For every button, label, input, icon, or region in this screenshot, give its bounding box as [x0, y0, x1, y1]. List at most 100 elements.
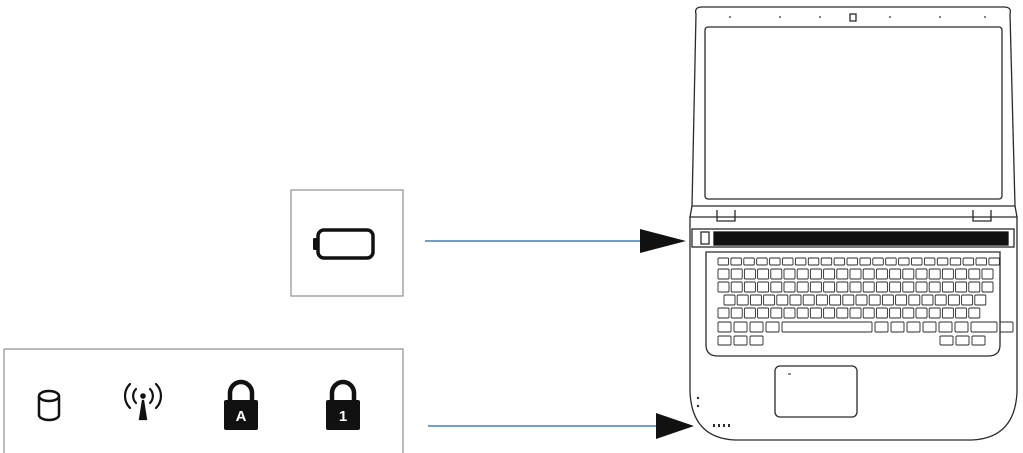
keyboard-key — [947, 294, 960, 306]
keyboard-key — [823, 281, 836, 293]
keyboard-key — [782, 257, 794, 266]
status-indicators-panel: A 1 — [3, 348, 404, 453]
keyboard-key — [902, 268, 915, 280]
keyboard-key — [763, 294, 776, 306]
laptop-hinge — [689, 205, 1018, 218]
keyboard-key — [955, 307, 968, 319]
keyboard-key — [868, 294, 881, 306]
keyboard-key — [717, 307, 730, 319]
keyboard-key — [836, 307, 849, 319]
keyboard-key — [915, 307, 928, 319]
keyboard-key — [736, 294, 749, 306]
keyboard-key — [908, 294, 921, 306]
keyboard-key — [823, 268, 836, 280]
keyboard-key — [849, 268, 862, 280]
keyboard-key — [874, 321, 889, 333]
power-button — [700, 231, 710, 245]
laptop-illustration — [689, 6, 1018, 441]
keyboard-key — [928, 268, 941, 280]
laptop-lid — [691, 6, 1016, 207]
keyboard-key — [796, 281, 809, 293]
keyboard-key — [862, 307, 875, 319]
keyboard-key — [807, 257, 820, 266]
keyboard-key — [889, 307, 902, 319]
keyboard-key — [974, 294, 987, 306]
keyboard-key — [802, 294, 815, 306]
laptop-base — [689, 217, 1018, 441]
keyboard-key — [849, 281, 862, 293]
keyboard-key — [757, 307, 770, 319]
num-lock-label: 1 — [339, 408, 347, 425]
keyboard-area — [705, 251, 1001, 357]
keyboard-key — [769, 257, 781, 266]
keyboard-key — [968, 268, 981, 280]
keyboard-key — [941, 268, 954, 280]
keyboard-key — [756, 257, 768, 266]
caps-lock-icon: A — [224, 379, 258, 430]
keyboard-key — [906, 321, 921, 333]
keyboard-key — [823, 307, 836, 319]
keyboard-key — [862, 268, 875, 280]
keyboard-key — [902, 307, 915, 319]
keyboard-key — [971, 335, 986, 346]
keyboard-key — [783, 307, 796, 319]
keyboard-key — [955, 268, 968, 280]
keyboard-key — [855, 294, 868, 306]
keyboard-key — [921, 294, 934, 306]
keyboard-key — [949, 257, 962, 266]
hard-drive-icon — [37, 389, 61, 422]
keyboard-key — [954, 321, 969, 333]
keyboard-key — [836, 268, 849, 280]
keyboard-key — [962, 257, 975, 266]
battery-icon — [313, 228, 375, 260]
keyboard-key — [730, 281, 743, 293]
keyboard-key — [889, 281, 902, 293]
keyboard-key — [895, 294, 908, 306]
keyboard-key — [749, 321, 764, 333]
keyboard-key — [939, 335, 954, 346]
keyboard-key — [829, 294, 842, 306]
keyboard-key — [770, 268, 783, 280]
front-status-lights — [713, 424, 730, 427]
keyboard-key — [955, 335, 970, 346]
indicator-strip — [713, 231, 1009, 246]
keyboard-key — [862, 281, 875, 293]
keyboard-key — [875, 307, 888, 319]
keyboard-key — [743, 268, 756, 280]
keyboard-key — [743, 281, 756, 293]
keyboard-key — [885, 257, 897, 266]
webcam-icon — [849, 13, 857, 22]
keyboard — [717, 257, 1014, 346]
keyboard-key — [898, 257, 910, 266]
keyboard-key — [815, 294, 828, 306]
keyboard-key — [881, 294, 894, 306]
keyboard-key — [809, 307, 822, 319]
keyboard-key — [928, 307, 941, 319]
keyboard-key — [970, 321, 998, 333]
keyboard-key — [723, 294, 736, 306]
keyboard-key — [915, 281, 928, 293]
keyboard-key — [911, 257, 923, 266]
keyboard-key — [849, 307, 862, 319]
keyboard-key — [757, 281, 770, 293]
keyboard-key — [936, 257, 949, 266]
keyboard-key — [988, 257, 1000, 266]
keyboard-key — [859, 257, 871, 266]
num-lock-icon: 1 — [326, 379, 360, 430]
keyboard-key — [975, 257, 987, 266]
keyboard-key — [794, 257, 807, 266]
keyboard-key — [889, 268, 902, 280]
keyboard-key — [836, 281, 849, 293]
keyboard-key — [757, 268, 770, 280]
keyboard-key — [749, 294, 762, 306]
keyboard-key — [749, 335, 764, 346]
keyboard-key — [941, 281, 954, 293]
keyboard-key — [781, 321, 873, 333]
keyboard-key — [796, 307, 809, 319]
keyboard-key — [968, 307, 981, 319]
keyboard-key — [776, 294, 789, 306]
keyboard-key — [872, 257, 884, 266]
keyboard-key — [783, 268, 796, 280]
wireless-icon — [123, 382, 163, 421]
